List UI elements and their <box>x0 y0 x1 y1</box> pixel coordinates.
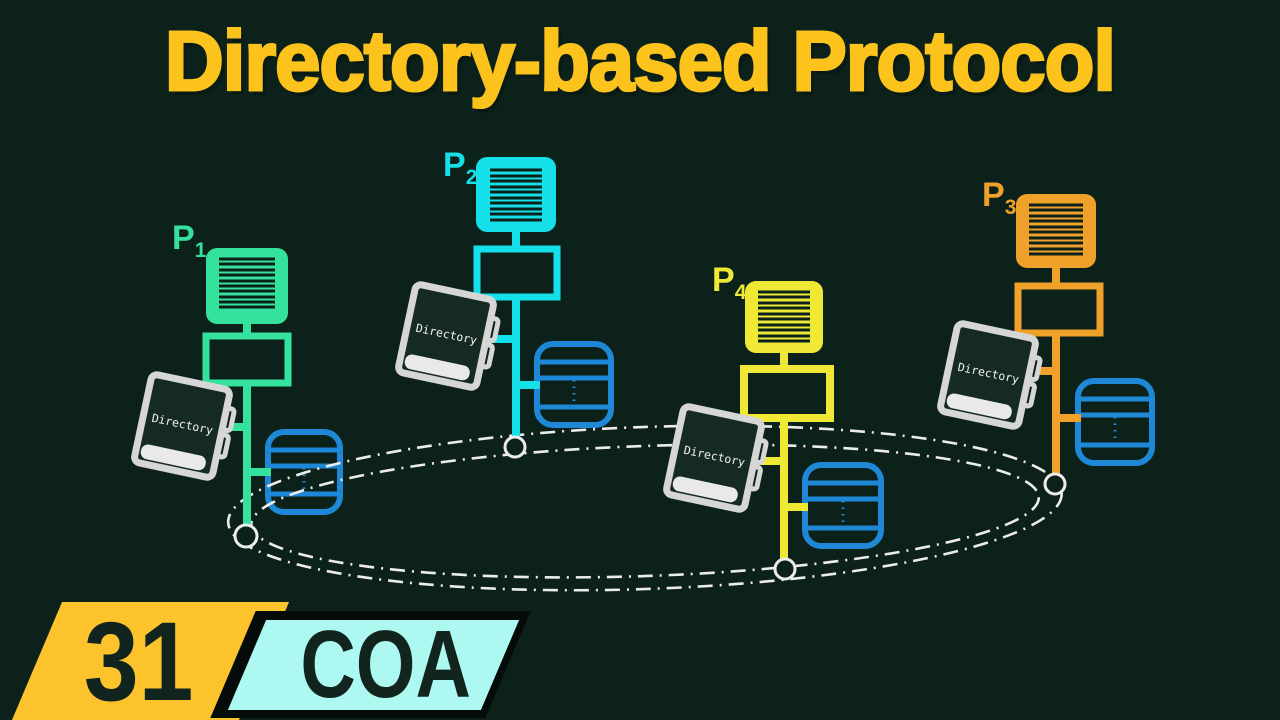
book-pages <box>946 393 1012 420</box>
memory-icon <box>534 341 614 428</box>
episode-number-text: 31 <box>84 598 194 720</box>
book-pages <box>672 476 738 503</box>
node-label: P2 <box>443 146 477 189</box>
memory-body <box>802 462 884 549</box>
directory-book: Directory <box>395 281 501 391</box>
memory-rows <box>537 359 611 410</box>
page-title: Directory-based Protocol <box>163 12 1117 109</box>
junction-circle <box>1043 472 1067 496</box>
memory-body <box>1075 378 1155 466</box>
directory-book: Directory <box>131 371 237 481</box>
node-p1: P1 Directory <box>131 219 292 549</box>
node-label: P3 <box>982 176 1016 219</box>
cache-box <box>473 245 561 301</box>
interconnect-ring <box>226 424 1063 592</box>
directory-book: Directory <box>937 320 1043 430</box>
directory-book: Directory <box>663 403 769 513</box>
cache-box <box>202 332 292 387</box>
memory-icon <box>802 462 884 549</box>
node-label: P4 <box>712 261 747 304</box>
memory-rows <box>1078 396 1152 448</box>
memory-rows <box>805 480 881 531</box>
node-wires <box>218 322 271 535</box>
processor-stripes <box>490 168 542 222</box>
junction-circle <box>773 557 797 581</box>
course-badge-text: COA <box>300 611 471 718</box>
processor-stripes <box>758 290 810 343</box>
book-pages <box>140 444 206 471</box>
ring-outer-ellipse <box>226 424 1063 592</box>
course-badge: COA <box>227 611 520 718</box>
node-p4: P4 Directory <box>663 261 834 581</box>
processor-stripes <box>219 257 275 309</box>
processor-stripes <box>1029 203 1083 256</box>
book-pages <box>404 354 470 381</box>
node-p3: P3 Directory <box>937 176 1104 496</box>
node-p2: P2 Directory <box>395 146 561 459</box>
node-wires <box>756 351 808 566</box>
cache-box <box>740 365 834 422</box>
memory-icon <box>1075 378 1155 466</box>
junction-circle <box>503 435 527 459</box>
cache-box <box>1014 282 1104 337</box>
junction-circle <box>233 523 259 549</box>
memory-body <box>534 341 614 428</box>
node-label: P1 <box>172 219 207 262</box>
node-wires <box>488 230 540 445</box>
node-wires <box>1028 266 1081 481</box>
